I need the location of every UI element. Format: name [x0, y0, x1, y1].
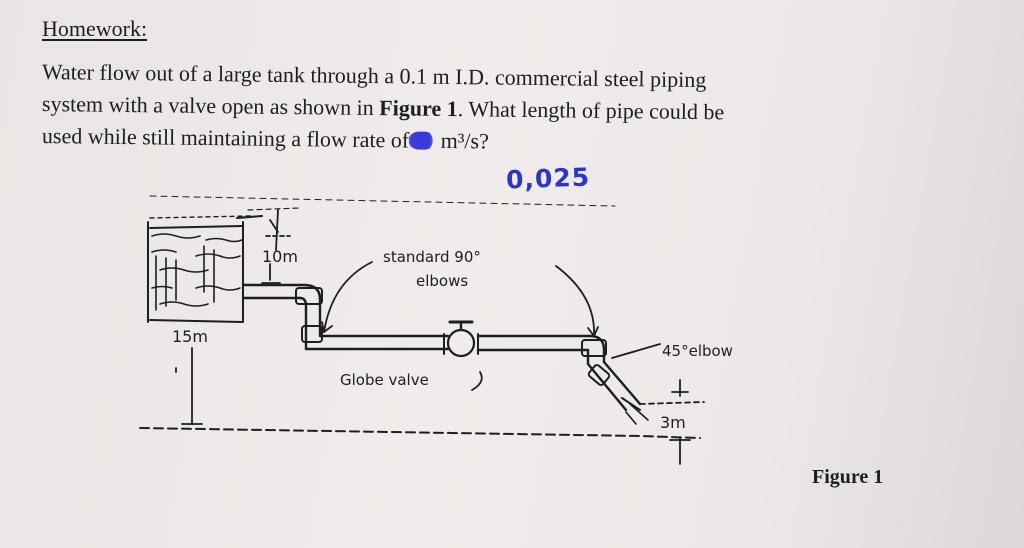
elbow-leader-left — [323, 261, 373, 333]
datum-line — [139, 427, 701, 439]
label-globe-valve: Globe valve — [340, 371, 429, 389]
figure-caption: Figure 1 — [812, 466, 884, 488]
elbow45-leader — [611, 343, 661, 359]
label-15m: 15m — [172, 327, 208, 346]
elbow-leader-right — [555, 265, 595, 337]
label-3m: 3m — [660, 413, 686, 432]
valve-leader — [471, 371, 483, 391]
dimension-10m — [247, 207, 301, 284]
label-10m: 10m — [262, 247, 298, 266]
tank — [147, 215, 263, 323]
homework-heading: Homework: — [42, 16, 148, 41]
label-elbows-line1: standard 90° — [383, 248, 481, 266]
dimension-15m — [175, 347, 203, 425]
dimension-3m — [639, 379, 705, 465]
label-45-elbow: 45°elbow — [662, 342, 733, 360]
guide-dash-line — [149, 195, 616, 207]
label-elbows-line2: elbows — [416, 272, 468, 290]
pipe — [241, 283, 649, 425]
water-hatch — [151, 233, 243, 311]
